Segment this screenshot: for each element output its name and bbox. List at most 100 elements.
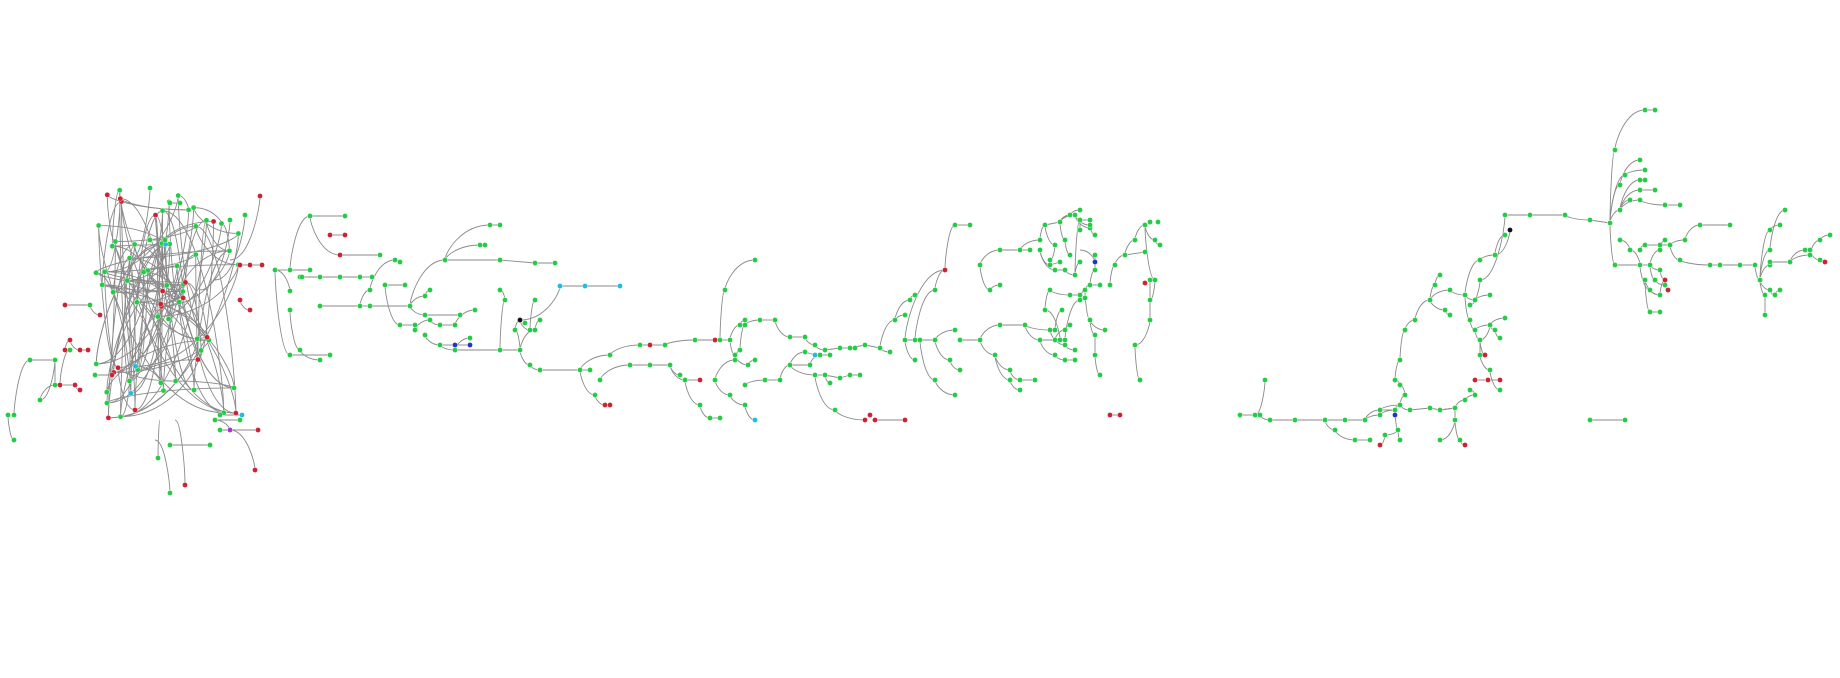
graph-node — [1807, 247, 1813, 253]
graph-node — [1647, 262, 1653, 268]
graph-node — [1662, 202, 1668, 208]
graph-node — [1717, 262, 1723, 268]
graph-edge — [1039, 339, 1056, 356]
graph-edge — [1334, 429, 1356, 441]
graph-edge — [914, 289, 936, 341]
graph-node — [587, 367, 593, 373]
graph-node — [1637, 197, 1643, 203]
graph-edge — [934, 269, 946, 291]
graph-node — [422, 312, 428, 318]
graph-node — [1487, 322, 1493, 328]
graph-node — [337, 274, 343, 280]
graph-node — [647, 342, 653, 348]
graph-node — [227, 217, 233, 223]
graph-node — [212, 417, 218, 423]
graph-edge — [979, 324, 1001, 341]
graph-node — [1155, 219, 1161, 225]
graph-node — [677, 372, 683, 378]
graph-edge — [744, 379, 766, 386]
graph-node — [257, 193, 263, 199]
graph-node — [255, 427, 261, 433]
graph-node — [1627, 247, 1633, 253]
graph-node — [862, 417, 868, 423]
graph-node — [147, 237, 153, 243]
graph-edge — [1124, 251, 1146, 256]
graph-node — [1062, 337, 1068, 343]
graph-node — [99, 282, 105, 288]
graph-node — [1402, 327, 1408, 333]
graph-node — [1062, 357, 1068, 363]
graph-node — [192, 223, 199, 230]
graph-node — [932, 337, 938, 343]
graph-node — [1617, 237, 1623, 243]
graph-node — [457, 312, 463, 318]
graph-node — [1092, 252, 1098, 258]
graph-node — [52, 357, 58, 363]
graph-edge — [155, 214, 162, 383]
graph-node — [1147, 317, 1153, 323]
graph-node — [917, 337, 923, 343]
graph-edge — [1064, 299, 1081, 341]
graph-node — [1047, 287, 1053, 293]
graph-node — [1647, 309, 1653, 315]
graph-node — [737, 322, 743, 328]
graph-node — [877, 345, 883, 351]
graph-node — [1817, 237, 1823, 243]
graph-node — [1027, 247, 1033, 253]
graph-edge — [499, 259, 536, 264]
graph-node — [1642, 277, 1648, 283]
graph-node — [1677, 202, 1683, 208]
graph-node — [1527, 212, 1533, 218]
graph-node — [297, 347, 303, 353]
graph-node — [1037, 237, 1043, 243]
graph-edge — [1134, 344, 1141, 381]
graph-node — [957, 337, 963, 343]
graph-node — [237, 417, 243, 423]
graph-edge — [120, 220, 207, 418]
graph-node — [87, 302, 93, 308]
graph-node — [1467, 302, 1473, 308]
graph-node — [1152, 277, 1158, 283]
graph-edge — [98, 225, 119, 369]
graph-node — [124, 277, 131, 284]
graph-node — [1407, 407, 1413, 413]
graph-edge — [1439, 419, 1456, 441]
graph-node — [382, 282, 388, 288]
graph-node — [167, 200, 173, 206]
graph-node — [1637, 177, 1643, 183]
graph-node — [231, 385, 237, 391]
graph-node — [126, 378, 133, 384]
graph-node — [1142, 222, 1148, 228]
graph-node — [1262, 377, 1268, 383]
graph-node — [607, 402, 613, 408]
graph-node — [1062, 237, 1068, 243]
graph-node — [1087, 282, 1093, 288]
graph-node — [1077, 207, 1083, 213]
graph-node — [952, 392, 958, 398]
graph-node — [1487, 292, 1493, 298]
graph-node — [1047, 262, 1053, 268]
graph-node — [357, 274, 363, 280]
graph-node — [218, 220, 225, 227]
graph-node — [1052, 337, 1058, 343]
graph-node — [27, 357, 33, 363]
graph-edge — [165, 244, 195, 391]
graph-node — [692, 337, 698, 343]
graph-node — [717, 415, 723, 421]
graph-node — [1097, 372, 1103, 378]
graph-node — [1437, 407, 1443, 413]
graph-edge — [1609, 222, 1616, 266]
graph-node — [422, 332, 428, 338]
graph-node — [932, 377, 938, 383]
graph-node — [837, 345, 843, 351]
graph-node — [452, 342, 458, 348]
graph-node — [317, 274, 323, 280]
graph-node — [1657, 242, 1663, 248]
graph-edge — [197, 219, 207, 360]
graph-node — [527, 327, 533, 333]
graph-node — [237, 262, 243, 268]
graph-node — [105, 415, 112, 421]
graph-nodes — [5, 107, 1833, 496]
graph-node — [1507, 227, 1513, 233]
graph-node — [110, 289, 116, 295]
